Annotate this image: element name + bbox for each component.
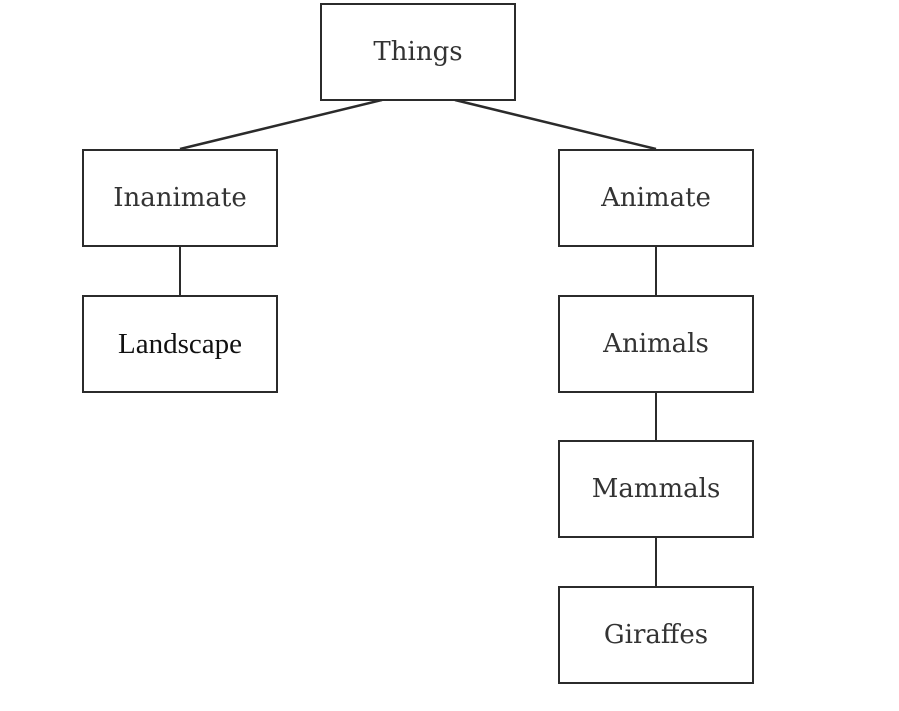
node-landscape: Landscape — [82, 295, 278, 393]
node-inanimate: Inanimate — [82, 149, 278, 247]
node-things: Things — [320, 3, 516, 101]
edge-things-inanimate — [179, 98, 383, 151]
node-label: Animate — [601, 183, 711, 213]
node-animate: Animate — [558, 149, 754, 247]
node-label: Giraffes — [603, 620, 709, 650]
node-label: Mammals — [591, 474, 721, 504]
node-label: Things — [373, 37, 463, 67]
edge-things-animate — [454, 98, 657, 151]
node-label: Landscape — [118, 327, 242, 360]
node-mammals: Mammals — [558, 440, 754, 538]
node-label: Inanimate — [113, 183, 247, 213]
node-label: Animals — [603, 329, 709, 359]
node-animals: Animals — [558, 295, 754, 393]
node-giraffes: Giraffes — [558, 586, 754, 684]
